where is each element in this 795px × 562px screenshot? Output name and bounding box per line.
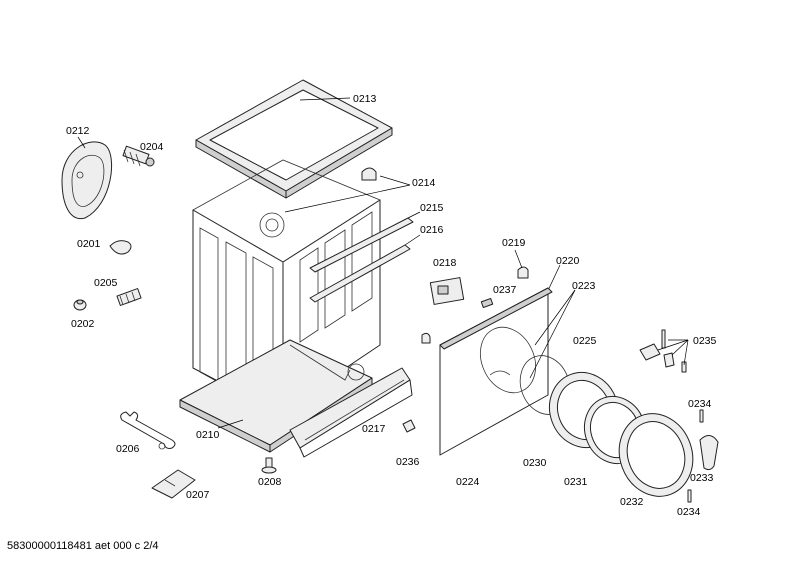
label-0220: 0220 bbox=[556, 255, 580, 267]
label-0218: 0218 bbox=[433, 257, 457, 269]
label-0232: 0232 bbox=[620, 496, 644, 508]
label-0207: 0207 bbox=[186, 489, 210, 501]
label-0223: 0223 bbox=[572, 280, 596, 292]
small-clips bbox=[402, 266, 529, 433]
damper-lower bbox=[116, 288, 142, 306]
clamp bbox=[109, 240, 132, 255]
label-0204: 0204 bbox=[140, 141, 164, 153]
label-0206: 0206 bbox=[116, 443, 140, 455]
label-0215: 0215 bbox=[420, 202, 444, 214]
label-0202: 0202 bbox=[71, 318, 95, 330]
label-0234-bottom: 0234 bbox=[677, 506, 701, 518]
grommet bbox=[73, 299, 87, 311]
hinge-parts bbox=[639, 329, 687, 373]
part-labels: 0212 0204 0201 0205 0202 0206 0207 0208 … bbox=[66, 93, 717, 518]
door-handle bbox=[699, 435, 719, 471]
top-cover bbox=[195, 79, 393, 199]
label-0214: 0214 bbox=[412, 177, 436, 189]
cross-rails bbox=[309, 217, 414, 303]
transport-bracket bbox=[151, 469, 196, 499]
label-0208: 0208 bbox=[258, 476, 282, 488]
foot bbox=[261, 457, 277, 474]
label-0217: 0217 bbox=[362, 423, 386, 435]
label-0235: 0235 bbox=[693, 335, 717, 347]
label-0233: 0233 bbox=[690, 472, 714, 484]
label-0205: 0205 bbox=[94, 277, 118, 289]
outer-door-ring bbox=[618, 413, 694, 497]
hinge-pins bbox=[687, 409, 704, 503]
label-0201: 0201 bbox=[77, 238, 101, 250]
label-0212: 0212 bbox=[66, 125, 90, 137]
label-0236: 0236 bbox=[396, 456, 420, 468]
rear-cover bbox=[61, 141, 113, 220]
label-0216: 0216 bbox=[420, 224, 444, 236]
door-lock bbox=[429, 277, 465, 305]
label-0210: 0210 bbox=[196, 429, 220, 441]
label-0224: 0224 bbox=[456, 476, 480, 488]
document-footer: 58300000118481 aet 000 c 2/4 bbox=[7, 540, 159, 552]
label-0237: 0237 bbox=[493, 284, 517, 296]
label-0230: 0230 bbox=[523, 457, 547, 469]
wrench bbox=[120, 411, 176, 450]
control-fascia bbox=[289, 367, 413, 458]
damper bbox=[122, 145, 155, 167]
cabinet-frame bbox=[179, 159, 381, 453]
label-0219: 0219 bbox=[502, 237, 526, 249]
lid-hinge bbox=[361, 167, 377, 181]
label-0234-top: 0234 bbox=[688, 398, 712, 410]
front-panel bbox=[439, 287, 553, 456]
label-0225: 0225 bbox=[573, 335, 597, 347]
label-0231: 0231 bbox=[564, 476, 588, 488]
label-0213: 0213 bbox=[353, 93, 377, 105]
